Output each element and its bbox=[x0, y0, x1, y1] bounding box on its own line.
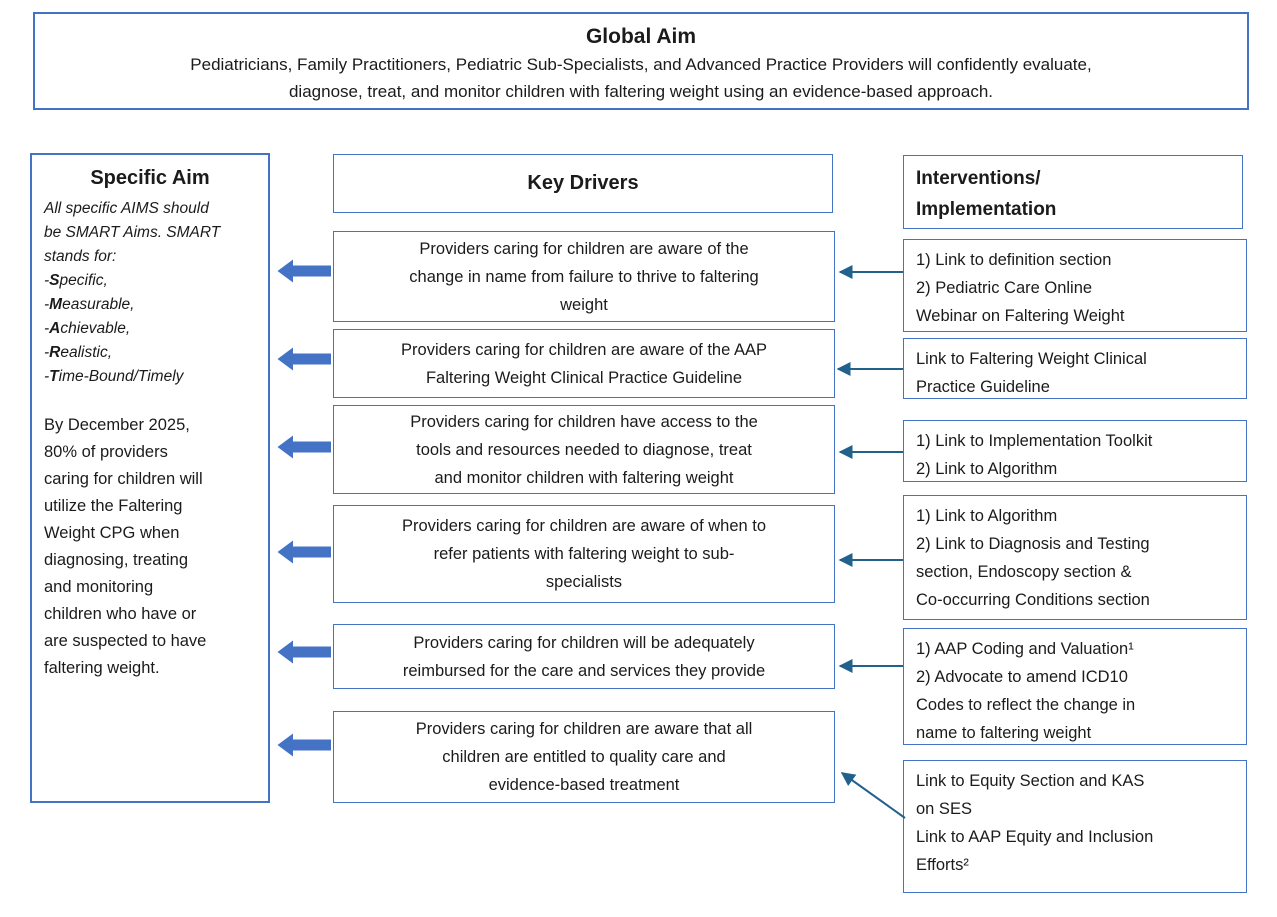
key-driver-box-1: Providers caring for children are aware … bbox=[333, 231, 835, 322]
global-aim-title: Global Aim bbox=[585, 25, 697, 48]
intervention-box-6: Link to Equity Section and KAS on SES Li… bbox=[903, 760, 1247, 893]
driver-to-aim-arrow-6 bbox=[277, 733, 331, 757]
intervention-box-1: 1) Link to definition section 2) Pediatr… bbox=[903, 239, 1247, 332]
global-aim-box: Global Aim Pediatricians, Family Practit… bbox=[33, 12, 1249, 110]
specific-aim-intro: All specific AIMS should be SMART Aims. … bbox=[44, 200, 221, 265]
intervention-box-4: 1) Link to Algorithm 2) Link to Diagnosi… bbox=[903, 495, 1247, 620]
driver-to-aim-arrow-1 bbox=[277, 259, 331, 283]
driver-to-aim-arrow-4 bbox=[277, 540, 331, 564]
driver-to-aim-arrow-2 bbox=[277, 347, 331, 371]
smart-item-timely: -Time-Bound/Timely bbox=[44, 368, 184, 385]
smart-item-achievable: -Achievable, bbox=[44, 320, 131, 337]
key-driver-box-6: Providers caring for children are aware … bbox=[333, 711, 835, 803]
intervention-box-3: 1) Link to Implementation Toolkit 2) Lin… bbox=[903, 420, 1247, 482]
global-aim-body: Pediatricians, Family Practitioners, Ped… bbox=[190, 55, 1092, 101]
key-driver-box-3: Providers caring for children have acces… bbox=[333, 405, 835, 494]
key-drivers-title: Key Drivers bbox=[527, 172, 639, 194]
smart-item-measurable: -Measurable, bbox=[44, 296, 135, 313]
smart-item-realistic: -Realistic, bbox=[44, 344, 113, 361]
smart-item-specific: -Specific, bbox=[44, 272, 108, 289]
specific-aim-title: Specific Aim bbox=[90, 167, 210, 189]
driver-to-aim-arrow-3 bbox=[277, 435, 331, 459]
interventions-title: Interventions/ Implementation bbox=[916, 168, 1057, 220]
key-driver-box-5: Providers caring for children will be ad… bbox=[333, 624, 835, 689]
driver-to-aim-arrow-5 bbox=[277, 640, 331, 664]
specific-aim-statement: By December 2025, 80% of providers carin… bbox=[44, 416, 207, 677]
intervention-box-5: 1) AAP Coding and Valuation¹ 2) Advocate… bbox=[903, 628, 1247, 745]
interventions-header-box: Interventions/ Implementation bbox=[903, 155, 1243, 229]
key-driver-box-4: Providers caring for children are aware … bbox=[333, 505, 835, 603]
smart-list: -Specific, -Measurable, -Achievable, -Re… bbox=[44, 269, 256, 389]
key-driver-box-2: Providers caring for children are aware … bbox=[333, 329, 835, 398]
intervention-box-2: Link to Faltering Weight Clinical Practi… bbox=[903, 338, 1247, 399]
key-drivers-header-box: Key Drivers bbox=[333, 154, 833, 213]
intervention-to-driver-arrow-6 bbox=[840, 772, 906, 819]
specific-aim-box: Specific Aim All specific AIMS should be… bbox=[30, 153, 270, 803]
